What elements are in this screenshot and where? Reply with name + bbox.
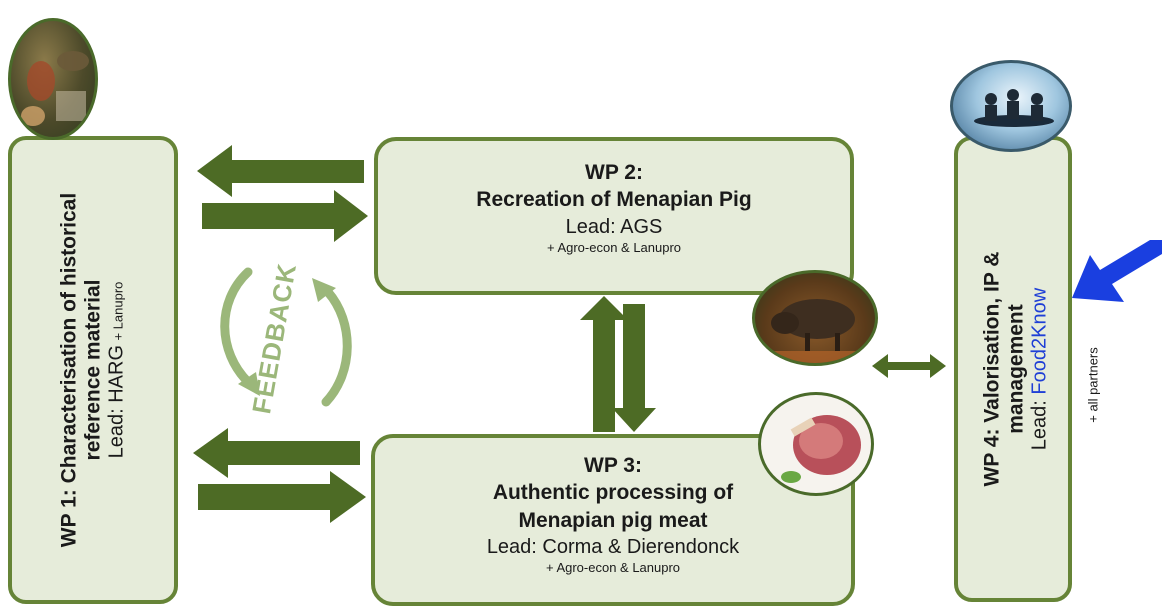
food2know-link[interactable]: Food2Know bbox=[1028, 287, 1051, 395]
wp3-title-line2: Authentic processing of bbox=[492, 481, 734, 505]
arrow-wp1-to-wp3 bbox=[198, 471, 366, 523]
feedback-label: FEEDBACK bbox=[246, 261, 302, 416]
arrow-wp2-to-wp3 bbox=[612, 304, 656, 432]
wp1-image-shapes bbox=[21, 51, 89, 126]
wp2-boar-image bbox=[752, 270, 878, 366]
feedback-arc-left bbox=[220, 267, 253, 387]
wp3-image-shapes bbox=[781, 415, 861, 483]
wp2-content: WP 2: Recreation of Menapian Pig Lead: A… bbox=[378, 141, 850, 256]
feedback-arc-right-head bbox=[312, 278, 336, 302]
wp4-box: WP 4: Valorisation, IP & management Lead… bbox=[954, 136, 1072, 602]
wp1-text: WP 1: Characterisation of historical ref… bbox=[57, 193, 128, 547]
wp2-box: WP 2: Recreation of Menapian Pig Lead: A… bbox=[374, 137, 854, 295]
wp2-lead: Lead: AGS bbox=[565, 215, 663, 238]
feedback-cycle: FEEDBACK bbox=[220, 261, 352, 416]
wp1-medieval-image bbox=[8, 18, 98, 140]
wp4-title-line2: management bbox=[1004, 304, 1028, 434]
wp4-text: WP 4: Valorisation, IP & management Lead… bbox=[980, 252, 1051, 487]
wp4-image-shapes bbox=[974, 89, 1054, 127]
wp4-partners-wrap: + all partners bbox=[1085, 330, 1101, 440]
wp3-title-line3: Menapian pig meat bbox=[518, 508, 708, 532]
wp1-lead-line: Lead: HARG + Lanupro bbox=[106, 193, 129, 547]
wp2-title-line1: WP 2: bbox=[585, 161, 643, 184]
feedback-arc-right bbox=[321, 287, 352, 407]
arrow-wp2-to-wp1 bbox=[197, 145, 364, 197]
wp1-lead: HARG bbox=[105, 344, 128, 403]
arrow-wp1-to-wp2 bbox=[202, 190, 368, 242]
arrow-wp4-double bbox=[872, 354, 946, 378]
wp1-box: WP 1: Characterisation of historical ref… bbox=[8, 136, 178, 604]
wp4-title-line1: WP 4: Valorisation, IP & bbox=[980, 251, 1004, 487]
wp3-title-line1: WP 3: bbox=[584, 454, 642, 477]
arrow-wp3-to-wp2 bbox=[580, 296, 628, 432]
wp1-partners: + Lanupro bbox=[110, 281, 126, 341]
arrow-wp3-to-wp1 bbox=[193, 428, 360, 478]
wp3-ham-image bbox=[758, 392, 874, 496]
wp4-lead-prefix: Lead: bbox=[1028, 394, 1051, 451]
feedback-arc-left-head bbox=[238, 372, 260, 396]
wp3-partners: + Agro-econ & Lanupro bbox=[545, 559, 681, 575]
wp2-title-line2: Recreation of Menapian Pig bbox=[476, 188, 752, 212]
wp1-title-line2: reference material bbox=[81, 279, 105, 461]
wp4-meeting-image bbox=[950, 60, 1072, 152]
wp3-lead: Lead: Corma & Dierendonck bbox=[486, 535, 740, 558]
wp3-content: WP 3: Authentic processing of Menapian p… bbox=[375, 438, 851, 577]
wp4-lead-line: Lead: Food2Know bbox=[1029, 252, 1052, 487]
wp2-partners: + Agro-econ & Lanupro bbox=[546, 239, 682, 255]
pointer-arrow-food2know bbox=[1072, 240, 1162, 302]
wp4-partners: + all partners bbox=[1085, 347, 1101, 423]
wp1-lead-prefix: Lead: bbox=[105, 402, 128, 459]
wp1-title-line1: WP 1: Characterisation of historical bbox=[57, 192, 81, 548]
